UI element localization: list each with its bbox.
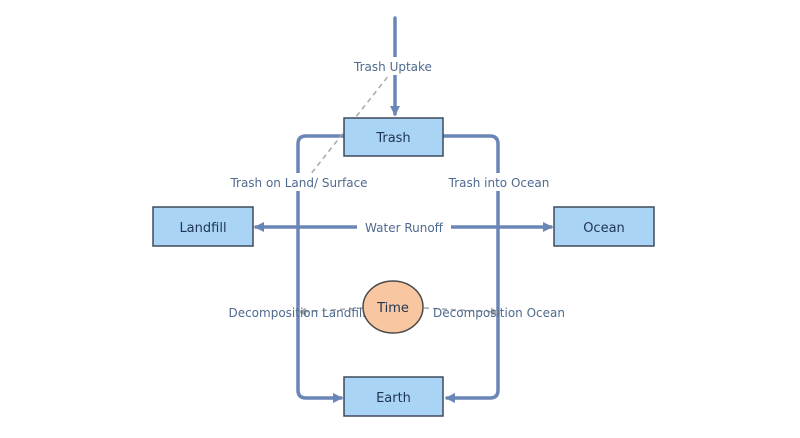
node-trash-label: Trash <box>375 131 410 146</box>
label-trash-uptake: Trash Uptake <box>353 60 432 74</box>
node-time-label: Time <box>376 301 409 316</box>
label-trash-into-ocean: Trash into Ocean <box>448 176 550 190</box>
label-water-runoff: Water Runoff <box>365 221 444 235</box>
edge-landfill-to-earth <box>296 225 343 403</box>
edge-ocean-to-earth <box>445 225 500 403</box>
node-time[interactable]: Time <box>362 280 424 334</box>
label-decomposition-ocean: Decomposition Ocean <box>433 306 565 320</box>
edge-time-to-right <box>423 307 499 316</box>
edge-time-to-left <box>298 307 364 316</box>
node-ocean-label: Ocean <box>583 221 625 236</box>
node-earth[interactable]: Earth <box>343 376 444 417</box>
node-landfill-label: Landfill <box>179 221 226 236</box>
label-trash-on-land: Trash on Land/ Surface <box>229 176 367 190</box>
node-ocean[interactable]: Ocean <box>553 206 655 247</box>
edge-trash-left-branch <box>296 134 346 229</box>
node-trash[interactable]: Trash <box>343 117 444 157</box>
node-landfill[interactable]: Landfill <box>152 206 254 247</box>
edge-trash-right-branch <box>442 134 500 229</box>
label-decomposition-landfill: Decomposition Landfill <box>228 306 365 320</box>
node-earth-label: Earth <box>376 391 411 406</box>
